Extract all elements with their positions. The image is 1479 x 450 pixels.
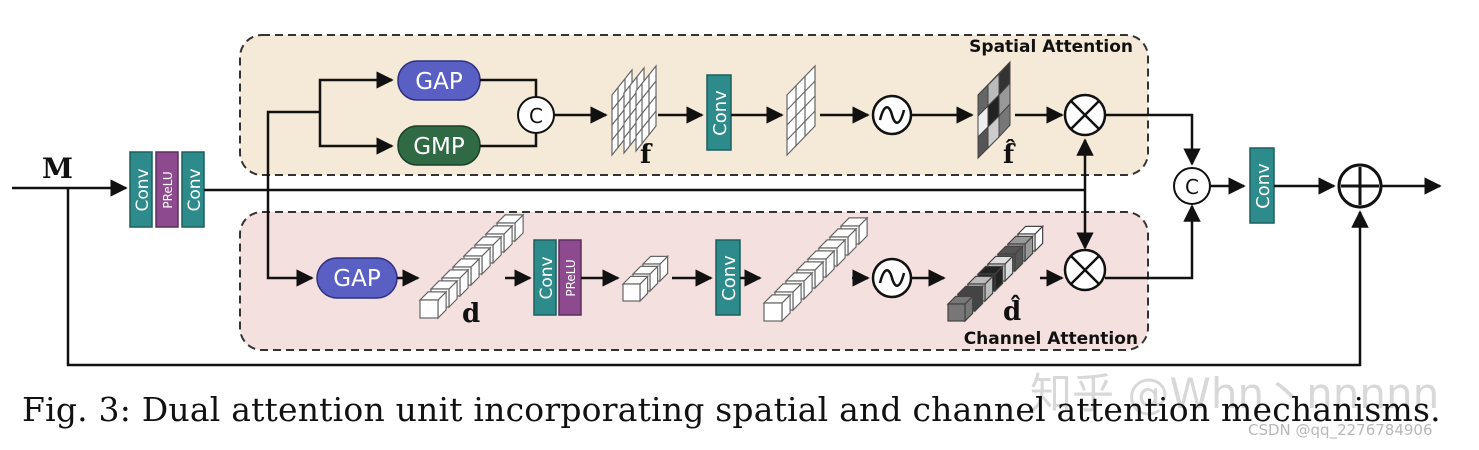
channel-conv-block-1: Conv — [533, 239, 557, 316]
watermark-large: 知乎 @Whn丶nnnnn — [1030, 369, 1440, 418]
channel-multiply-icon — [1063, 248, 1107, 292]
skip-connection — [66, 188, 1369, 367]
svg-text:PReLU: PReLU — [161, 171, 175, 208]
d-label: d — [462, 299, 480, 329]
head-conv-block-1: Conv — [129, 151, 153, 228]
branch-to-channel — [266, 190, 314, 287]
watermark-small: CSDN @qq_2276784906 — [1248, 421, 1433, 439]
merge-conv-block: Conv — [1249, 147, 1275, 224]
channel-conv-block-2: Conv — [715, 239, 741, 316]
svg-text:C: C — [1185, 175, 1199, 199]
channel-attention-title: Channel Attention — [964, 329, 1138, 349]
svg-text:PReLU: PReLU — [564, 259, 578, 296]
svg-text:Conv: Conv — [185, 168, 205, 211]
figure-caption: Fig. 3: Dual attention unit incorporatin… — [22, 390, 1441, 429]
gap-to-concat — [480, 78, 538, 97]
branch-split — [266, 110, 320, 190]
head-conv-block-2: Conv — [181, 151, 205, 228]
svg-text:C: C — [529, 104, 543, 128]
gmp-to-concat — [480, 133, 538, 148]
reduced-vector — [621, 254, 670, 303]
spatial-sigmoid-icon — [871, 94, 913, 136]
spatial-to-merge — [1105, 113, 1201, 166]
d-hat-label: d̂ — [1003, 294, 1021, 327]
f-hat-map — [977, 60, 1011, 160]
head-prelu-block: PReLU — [155, 151, 179, 228]
spatial-multiply-icon — [1063, 93, 1107, 137]
f-label: f — [640, 140, 653, 170]
svg-text:Conv: Conv — [133, 168, 153, 211]
svg-text:GMP: GMP — [413, 134, 465, 160]
svg-text:Conv: Conv — [537, 256, 557, 299]
spatial-attention-title: Spatial Attention — [969, 37, 1133, 57]
spatial-concat-node: C — [517, 96, 555, 134]
channel-gap-node: GAP — [316, 257, 398, 299]
branch-to-gmp — [318, 112, 394, 155]
spatial-gap-node: GAP — [397, 60, 481, 101]
channel-prelu-block: PReLU — [558, 239, 582, 316]
merge-concat-node: C — [1173, 167, 1211, 205]
channel-to-merge — [1105, 204, 1201, 280]
d-vector — [418, 213, 525, 320]
d-hat-vector — [946, 224, 1045, 323]
svg-text:Conv: Conv — [719, 255, 740, 301]
spatial-conv-block: Conv — [706, 74, 732, 151]
f-hat-label: f̂ — [1003, 139, 1016, 170]
channel-sigmoid-icon — [871, 257, 913, 299]
channel-attention-panel — [239, 211, 1149, 351]
spatial-map — [786, 64, 816, 157]
spatial-gmp-node: GMP — [397, 125, 481, 166]
f-feature-maps — [611, 64, 657, 157]
sum-icon — [1337, 163, 1383, 209]
svg-text:Conv: Conv — [710, 90, 731, 136]
expanded-vector — [762, 216, 869, 323]
svg-text:Conv: Conv — [1253, 163, 1274, 209]
svg-text:GAP: GAP — [415, 69, 463, 95]
svg-text:GAP: GAP — [333, 266, 381, 292]
branch-to-gap — [318, 71, 394, 112]
input-label: M — [42, 152, 73, 185]
